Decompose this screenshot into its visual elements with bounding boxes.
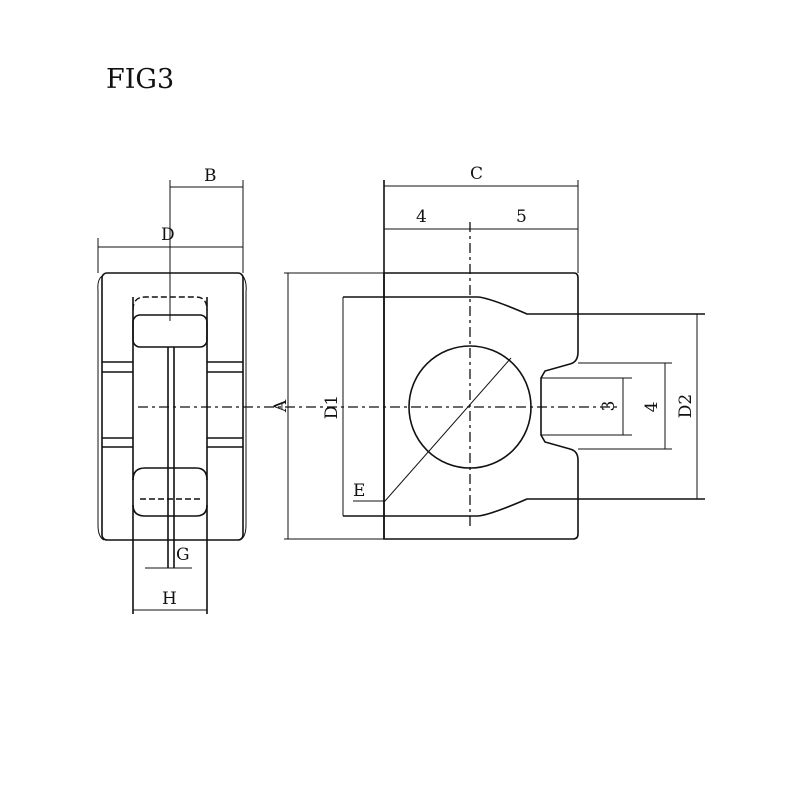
side-body-outline xyxy=(101,272,244,541)
label-4-slot: 4 xyxy=(642,402,662,413)
label-a: A xyxy=(271,399,291,413)
label-h: H xyxy=(162,589,177,609)
label-d1: D1 xyxy=(322,395,342,419)
lower-pad-bottom xyxy=(132,504,208,517)
label-3: 3 xyxy=(599,401,619,412)
bore-circle xyxy=(408,345,532,469)
label-g: G xyxy=(176,545,190,565)
side-view: B D G H xyxy=(97,166,247,614)
label-e: E xyxy=(353,481,365,501)
figure-title: FIG3 xyxy=(106,64,174,95)
ext xyxy=(284,272,384,540)
lower-pad-top xyxy=(132,467,208,481)
side-body-edge-right xyxy=(239,275,247,541)
label-d2: D2 xyxy=(676,394,696,418)
label-d: D xyxy=(161,225,175,245)
slot-ext xyxy=(541,362,672,450)
side-body-edge xyxy=(97,275,105,541)
bands xyxy=(102,361,243,448)
label-c: C xyxy=(470,164,483,184)
dim-e-leader xyxy=(353,357,512,502)
d1-top-contour xyxy=(343,296,705,315)
d1-bottom-contour xyxy=(343,498,705,517)
label-5: 5 xyxy=(516,207,527,227)
label-b: B xyxy=(204,166,217,186)
label-4: 4 xyxy=(416,207,427,227)
front-view: C 4 5 E A D1 3 4 D2 xyxy=(271,164,705,540)
